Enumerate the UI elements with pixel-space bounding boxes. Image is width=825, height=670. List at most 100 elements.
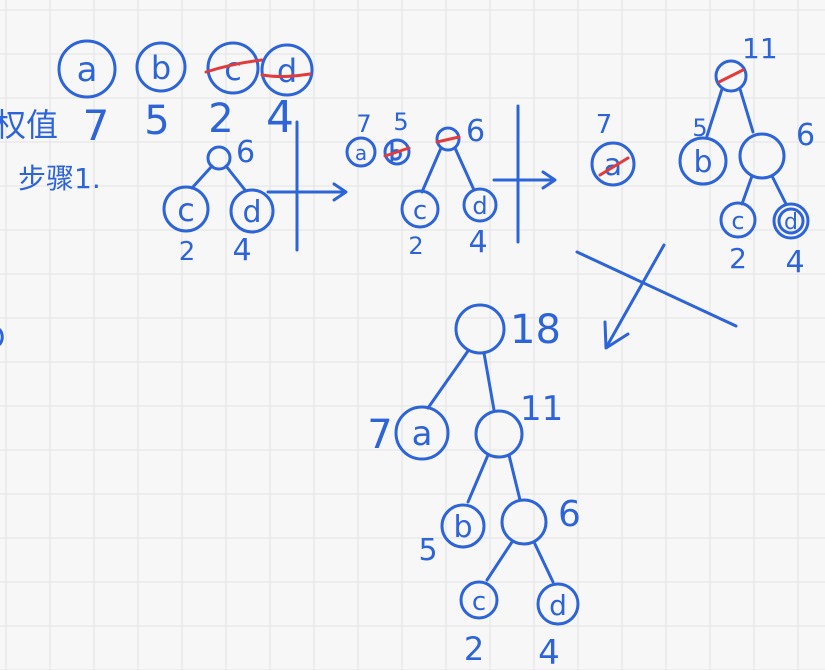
- final-weight-b: 5: [418, 533, 437, 568]
- step2-edge-left: [420, 146, 443, 194]
- step2-label-d: d: [472, 192, 487, 220]
- step2-parent-weight: 6: [466, 114, 485, 149]
- step3-label-c: c: [731, 207, 744, 235]
- step1-parent-weight: 6: [236, 135, 255, 170]
- final-node-11: [474, 409, 524, 459]
- cross-stroke-2-arrow: [605, 243, 666, 348]
- step1-label-d: d: [242, 195, 261, 230]
- step-heading: 步骤1.: [18, 162, 101, 195]
- step3-label-d: d: [784, 210, 798, 235]
- final-label-c: c: [472, 587, 486, 617]
- step2-node-a: [345, 136, 377, 168]
- final-11-weight: 11: [520, 389, 563, 429]
- step3-weight-d: 4: [785, 245, 804, 280]
- step3-root-node: [714, 59, 748, 93]
- final-label-a: a: [412, 414, 433, 454]
- final-node-d: [536, 582, 580, 626]
- step1-tree: 6 c d 2 4: [162, 135, 275, 268]
- step3-node-d-inner-ring: [777, 207, 805, 235]
- final-label-b: b: [453, 510, 472, 545]
- final-node-6: [500, 498, 548, 546]
- step1-weight-c: 2: [179, 237, 196, 267]
- separator-2: [492, 104, 557, 244]
- final-edge-11-b: [466, 453, 490, 504]
- final-node-a: [394, 405, 450, 461]
- step3-edge-inner-d: [770, 174, 788, 206]
- final-node-b: [440, 503, 486, 549]
- step1-weight-d: 4: [232, 233, 251, 268]
- step3-weight-c: 2: [729, 242, 747, 275]
- step1-edge-left: [190, 164, 214, 190]
- final-weight-c: 2: [464, 630, 484, 668]
- final-6-weight: 6: [558, 494, 581, 535]
- step3-label-b: b: [693, 145, 712, 180]
- step3-inner-node: [738, 132, 786, 180]
- step1-label-c: c: [177, 191, 195, 229]
- final-edge-6-d: [532, 540, 555, 584]
- final-edge-root-a: [426, 349, 470, 410]
- final-root-weight: 18: [510, 307, 561, 353]
- step3-edge-root-b: [705, 87, 724, 138]
- step3-weight-b: 5: [692, 114, 707, 142]
- final-root-node: [454, 303, 506, 355]
- strike-d: [260, 72, 312, 79]
- step3-weight-a: 7: [596, 110, 613, 140]
- strike-c: [204, 58, 264, 74]
- step3-root-weight: 11: [742, 32, 778, 65]
- separator-1: [266, 120, 348, 252]
- step1-node-d: [229, 188, 275, 234]
- final-tree: 18 7 a 11 5 b 6 c d 2 4: [367, 303, 581, 670]
- weight-heading: 权值: [0, 106, 58, 144]
- step2-label-c: c: [413, 196, 427, 226]
- edge-fragment: [0, 328, 4, 346]
- final-node-c: [459, 580, 499, 620]
- node-b-circle: [135, 41, 187, 93]
- step3-node-c: [719, 201, 757, 239]
- step3-edge-root-inner: [738, 87, 755, 134]
- node-c-circle: [206, 41, 260, 95]
- strike-step2-parent: [435, 135, 461, 144]
- cross-stroke-1: [575, 250, 738, 328]
- step3-node-a: [590, 141, 636, 187]
- arrow-1-head: [332, 182, 348, 202]
- strike-step3-root: [717, 68, 745, 84]
- header-weights: 7 5 2 4: [83, 92, 294, 150]
- step2-weight-c: 2: [408, 232, 423, 260]
- step1-edge-right: [224, 164, 247, 192]
- final-weight-a: 7: [367, 412, 392, 458]
- weight-a: 7: [83, 101, 110, 150]
- final-weight-d: 4: [538, 633, 560, 670]
- step2-node-b: [383, 138, 411, 166]
- arrow-2-head: [541, 170, 557, 190]
- final-edge-6-c: [485, 540, 514, 582]
- step2-node-c: [400, 189, 440, 229]
- step3-forest: 7 a 11 5 b 6 c d 2 4: [590, 32, 815, 280]
- weight-d: 4: [266, 92, 294, 143]
- step2-weight-a: 7: [356, 110, 371, 138]
- step3-edge-inner-c: [740, 174, 754, 206]
- node-d-circle: [260, 43, 314, 97]
- arrow-3-head: [603, 320, 630, 350]
- step2-label-a: a: [355, 141, 367, 165]
- weight-c: 2: [208, 96, 233, 142]
- step2-parent-node: [435, 126, 461, 152]
- node-b-label: b: [151, 49, 171, 87]
- strike-step2-b: [383, 146, 411, 158]
- final-edge-11-6: [507, 453, 522, 502]
- step3-inner-weight: 6: [796, 118, 815, 153]
- step2-weight-d: 4: [468, 225, 487, 260]
- node-d-label: d: [277, 52, 297, 90]
- merge-arrow: [575, 243, 738, 350]
- step1-parent-node: [206, 145, 232, 171]
- header-symbols: a b c d: [57, 39, 314, 99]
- step3-node-b: [678, 136, 728, 186]
- strike-step3-a: [598, 156, 630, 177]
- step2-node-d: [462, 187, 498, 223]
- step2-forest: 7 a 5 6 c d 2 4: [345, 108, 498, 260]
- final-label-d: d: [549, 589, 567, 622]
- final-edge-root-11: [482, 351, 496, 412]
- node-c-label: c: [224, 50, 242, 88]
- weight-b: 5: [144, 98, 169, 144]
